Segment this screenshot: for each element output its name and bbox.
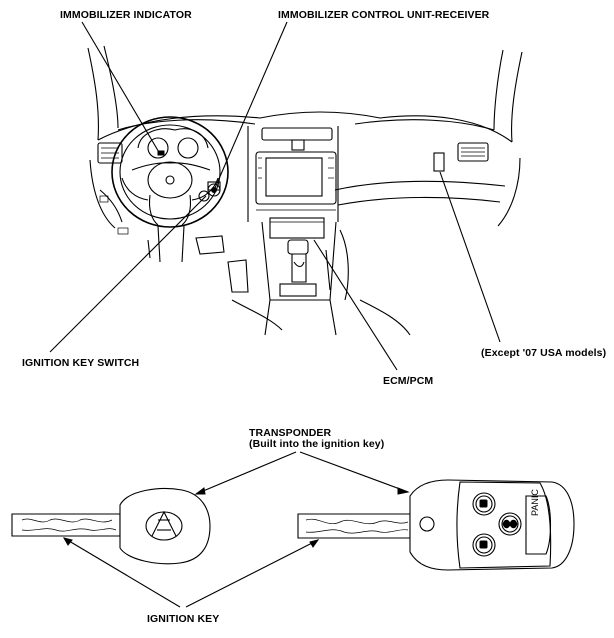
ignition-key-plain [11, 488, 211, 565]
ignition-key-label: IGNITION KEY [147, 613, 220, 625]
transponder-note: (Built into the ignition key) [249, 438, 385, 450]
callout-lines [49, 21, 501, 371]
immobilizer-indicator-label: IMMOBILIZER INDICATOR [60, 9, 192, 21]
key-callout-lines [62, 451, 410, 608]
ecm-pcm-label: ECM/PCM [383, 375, 434, 387]
dashboard-illustration [87, 45, 523, 336]
transponder-label: TRANSPONDER [249, 427, 332, 439]
panic-button-label: PANIC [530, 489, 540, 516]
immobilizer-control-unit-label: IMMOBILIZER CONTROL UNIT-RECEIVER [278, 9, 490, 21]
ignition-key-switch-label: IGNITION KEY SWITCH [22, 357, 140, 369]
except-models-note: (Except '07 USA models) [481, 347, 607, 359]
ignition-key-remote [297, 479, 575, 571]
